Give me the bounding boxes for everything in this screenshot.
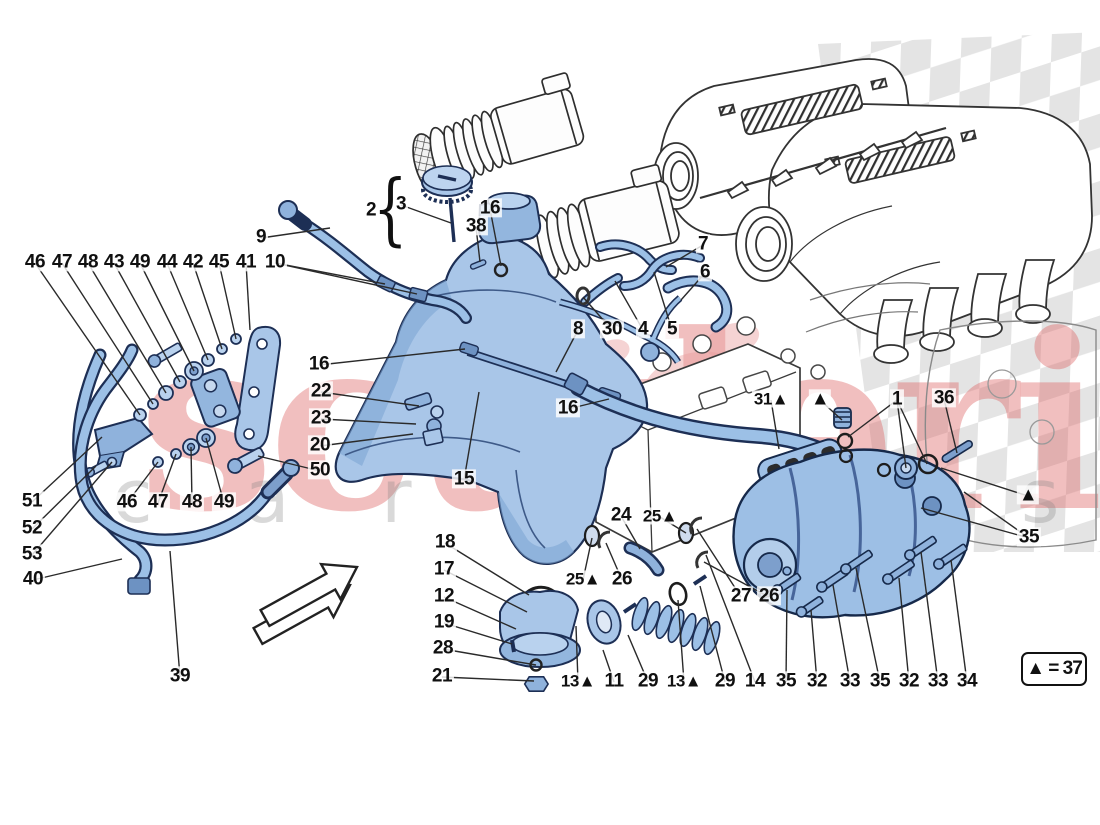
leader-line [61, 262, 154, 405]
leader-line [627, 634, 649, 683]
leader-line [920, 551, 939, 683]
leader-line [205, 437, 225, 504]
leader-line [218, 262, 237, 340]
leader-line [190, 446, 193, 504]
leader-line [847, 399, 898, 438]
legend-text: ▲ = 37 [1026, 658, 1083, 679]
leader-line [139, 262, 195, 372]
leader-line [810, 609, 818, 683]
leader-line [192, 262, 223, 350]
leader-line [896, 399, 907, 469]
leader-line [166, 262, 209, 361]
leader-line [898, 577, 910, 683]
leader-line [950, 559, 968, 683]
leader-line [785, 589, 788, 683]
leader-line [696, 528, 742, 598]
leader-line [31, 461, 113, 556]
leader-line [442, 648, 537, 666]
leader-line [274, 262, 418, 295]
leader-line [699, 585, 726, 683]
leader-line [169, 550, 181, 678]
direction-arrow [251, 562, 359, 646]
leader-line [31, 436, 103, 503]
leader-lines [31, 204, 1030, 683]
leader-line [832, 584, 851, 683]
leader-line [443, 569, 528, 613]
oil-pump [732, 407, 974, 619]
leader-line [320, 418, 417, 425]
bracket-assembly [84, 326, 282, 478]
air-flow-meter-1 [412, 72, 585, 195]
legend-box: ▲ = 37 [1021, 652, 1087, 686]
leader-line [463, 391, 480, 481]
leader-line [87, 262, 167, 394]
breather-hoses [575, 239, 733, 333]
leader-line [940, 467, 1029, 497]
leader-line [920, 507, 1030, 539]
leader-line [489, 208, 502, 267]
leader-line [400, 204, 452, 224]
funnel-and-bellows [499, 516, 721, 693]
leader-line [34, 262, 141, 416]
leader-line [318, 348, 466, 366]
leader-line [441, 676, 535, 682]
leader-line [113, 262, 181, 383]
leader-line [602, 649, 615, 683]
leader-line [943, 398, 958, 454]
leader-line [245, 262, 251, 331]
leader-line [260, 227, 331, 239]
leader-line [319, 433, 414, 447]
leader-line [320, 391, 420, 407]
leader-line [575, 625, 579, 683]
leader-line [444, 542, 530, 596]
hoses-left [72, 200, 472, 595]
leader-line [896, 399, 928, 465]
intake-manifold-drawing [653, 58, 1093, 364]
leader-line [705, 554, 756, 683]
leader-line [677, 599, 685, 683]
leader-line [32, 558, 123, 581]
leader-line [770, 399, 780, 450]
leader-line [855, 567, 881, 683]
